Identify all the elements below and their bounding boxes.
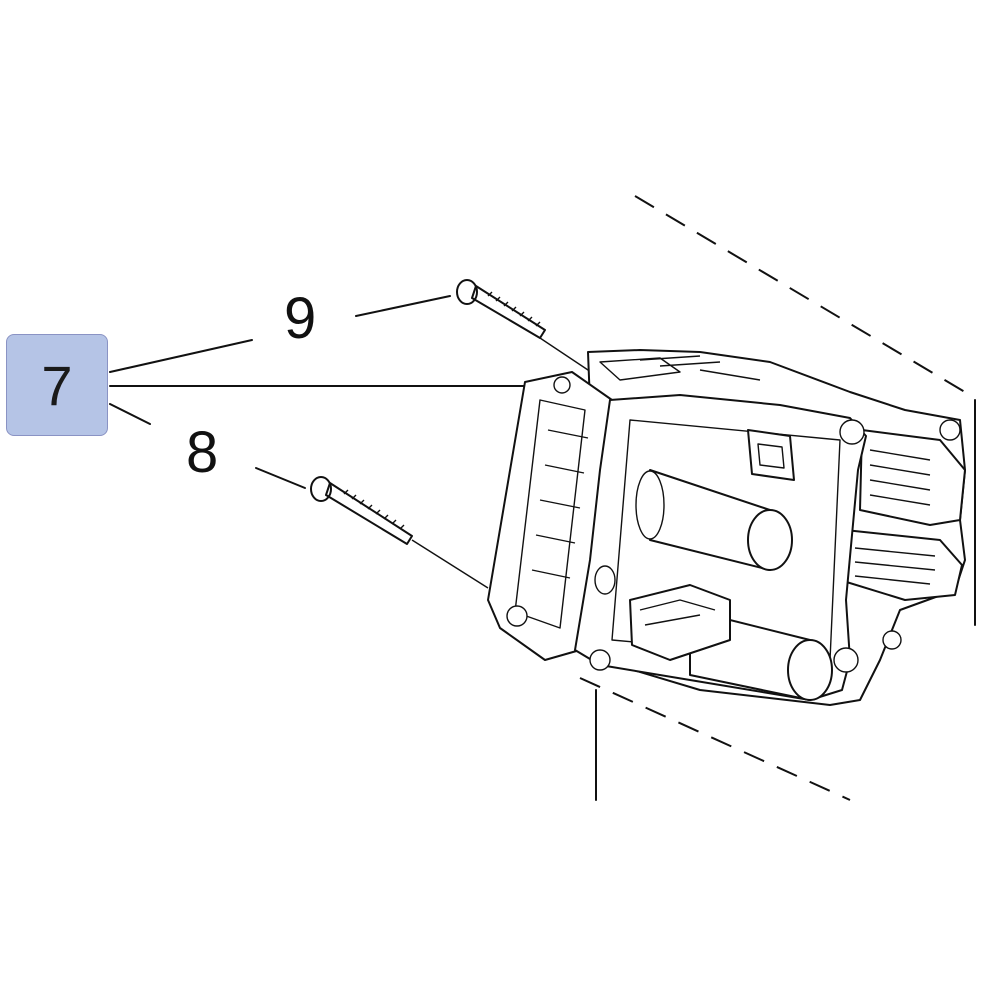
- actuator-housing: [487, 349, 966, 706]
- screw-8: [310, 476, 413, 545]
- callout-7-box[interactable]: 7: [6, 334, 108, 436]
- callout-9-label[interactable]: 9: [284, 286, 317, 351]
- screw-9: [456, 279, 546, 339]
- boundary-dashed-lines: [579, 195, 976, 801]
- callout-8-label[interactable]: 8: [186, 420, 219, 485]
- leader-lines: [109, 295, 601, 801]
